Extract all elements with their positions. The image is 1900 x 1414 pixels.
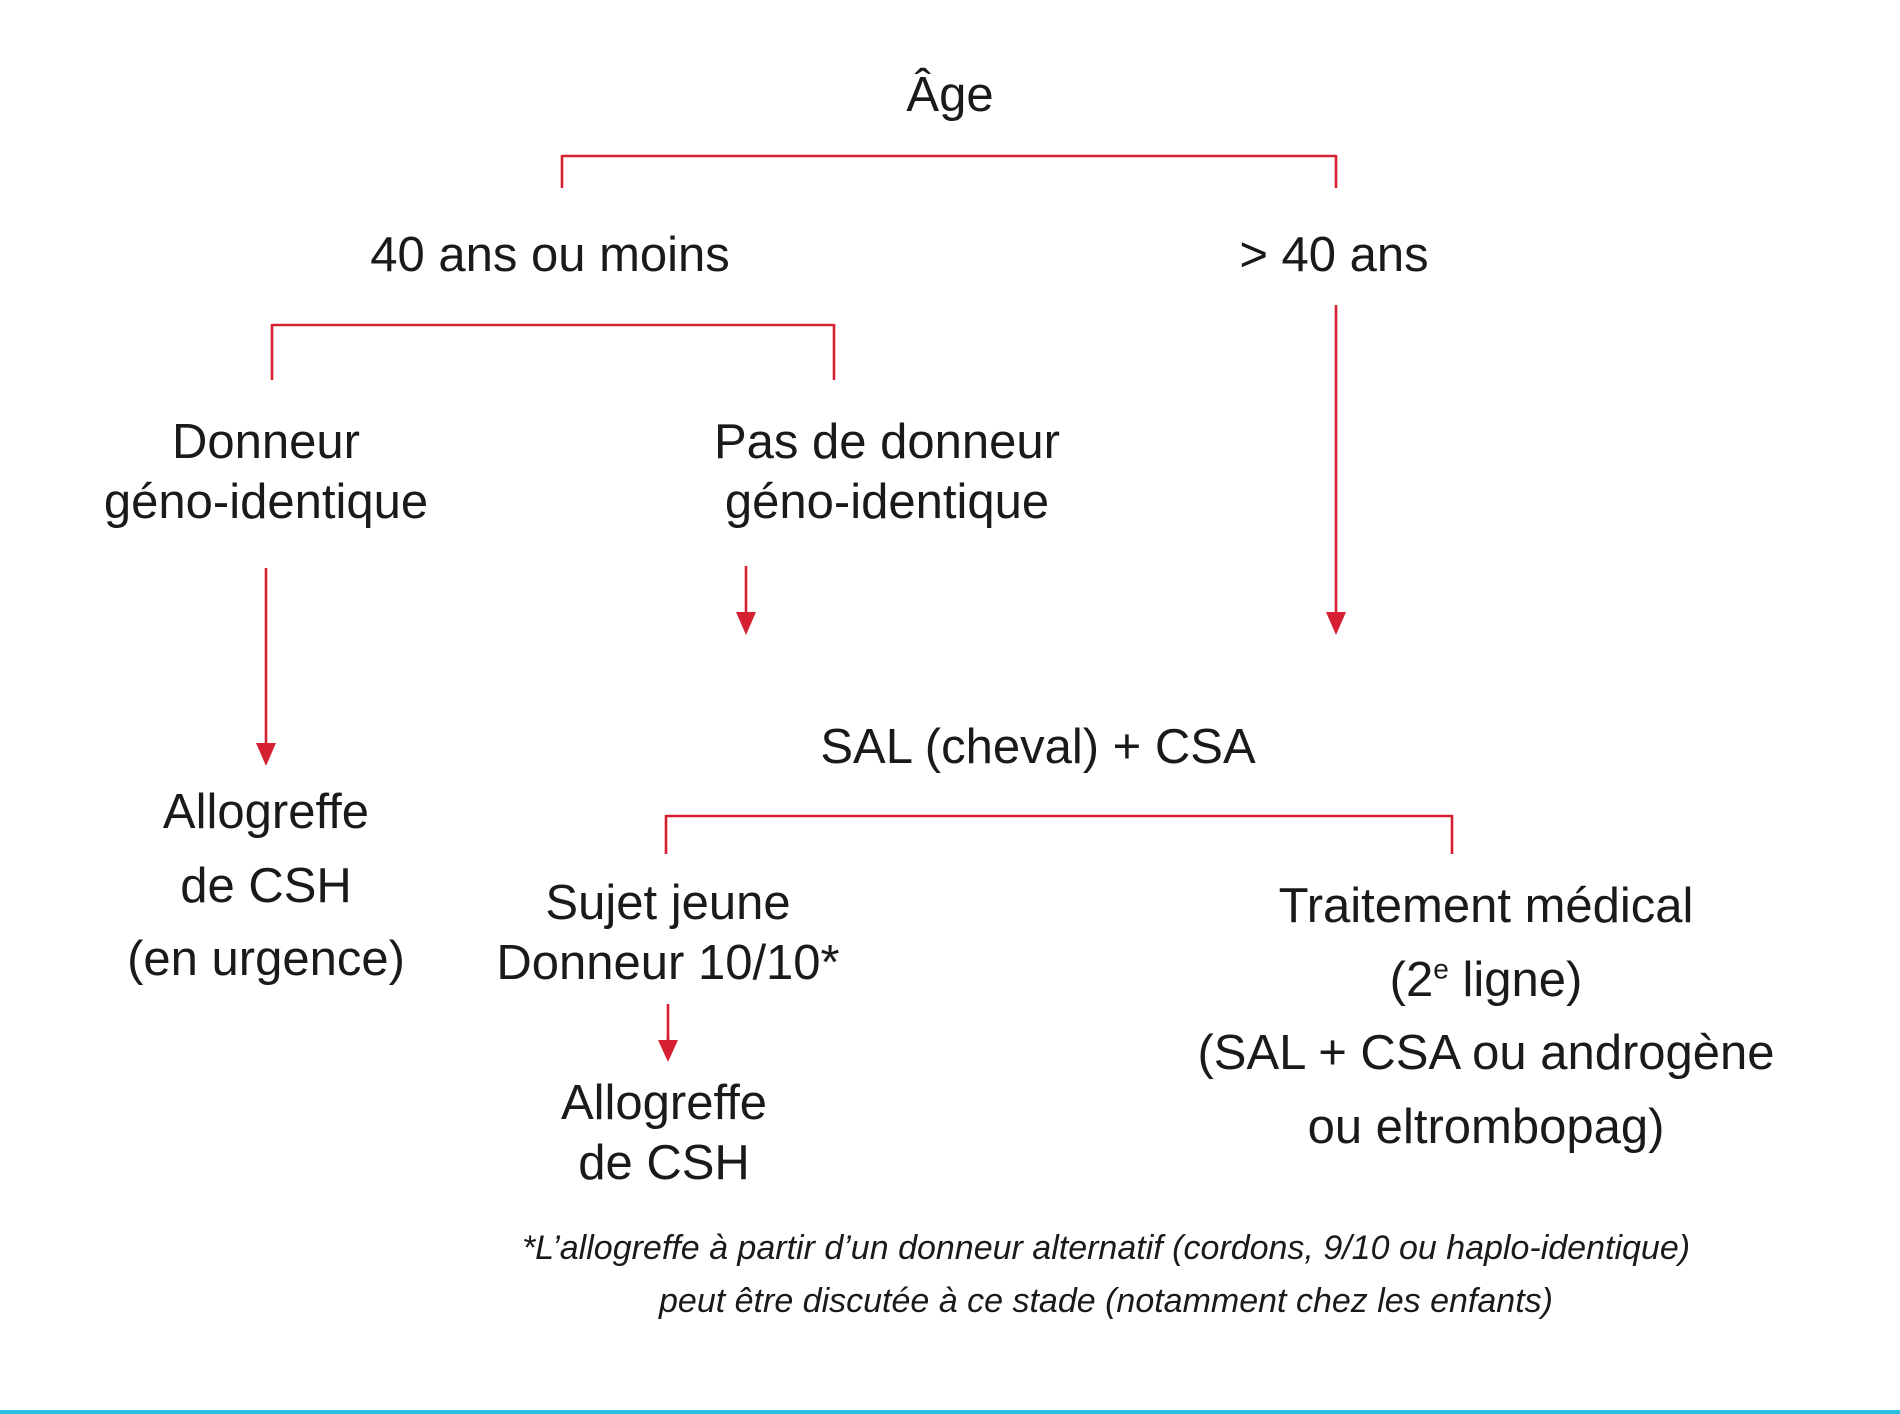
node-urgent-allograft-line2: de CSH [180,858,352,913]
node-young-subject-line1: Sujet jeune [545,876,791,930]
node-medical-treatment-line2: (2e ligne) [1197,944,1774,1018]
node-no-donor-line2: géno-identique [724,474,1050,529]
node-age-label: Âge [906,68,994,122]
node-no-donor-line1: Pas de donneur [714,415,1060,469]
node-medical-treatment-line2-post: ligne) [1448,952,1583,1007]
node-donor-line2: géno-identique [103,474,429,529]
node-urgent-allograft: Allogreffe de CSH (en urgence) [127,776,405,997]
arrowhead-nodonor-to-treatment [736,612,756,635]
arrowhead-donor-to-allograft [256,743,276,766]
node-age-over-40-label: > 40 ans [1239,228,1429,282]
node-treatment: SAL (cheval) + CSA [820,718,1255,778]
node-donor-line1: Donneur [172,415,360,469]
node-donor: Donneur géno-identique [104,413,428,533]
node-medical-treatment-line1: Traitement médical [1278,879,1694,933]
node-medical-treatment-line2-sup: e [1433,953,1449,985]
node-urgent-allograft-line3: (en urgence) [127,932,405,986]
node-no-donor: Pas de donneur géno-identique [714,413,1060,533]
node-urgent-allograft-line1: Allogreffe [162,785,370,839]
arrowhead-old-to-treatment [1326,612,1346,635]
node-treatment-label: SAL (cheval) + CSA [820,720,1256,774]
node-medical-treatment-line4: ou eltrombopag) [1307,1099,1665,1154]
footnote-line1: *L’allogreffe à partir d’un donneur alte… [521,1229,1691,1267]
node-age-over-40: > 40 ans [1239,226,1428,286]
bottom-accent-bar [0,1410,1900,1414]
node-age-40-or-less: 40 ans ou moins [370,226,730,286]
node-allograft: Allogreffe de CSH [561,1074,767,1194]
node-allograft-line2: de CSH [578,1135,750,1190]
node-young-subject: Sujet jeune Donneur 10/10* [496,874,839,994]
node-age-40-or-less-label: 40 ans ou moins [370,228,730,282]
footnote-line2: peut être discutée à ce stade (notamment… [659,1281,1553,1320]
node-allograft-line1: Allogreffe [560,1076,768,1130]
node-young-subject-line2: Donneur 10/10* [496,935,840,990]
arrowhead-young-to-allograft [658,1040,678,1062]
node-age: Âge [906,66,993,126]
node-medical-treatment-line2-pre: (2 [1389,952,1434,1007]
node-medical-treatment-line3: (SAL + CSA ou androgène [1197,1026,1775,1080]
footnote: *L’allogreffe à partir d’un donneur alte… [522,1222,1690,1327]
node-medical-treatment: Traitement médical (2e ligne) (SAL + CSA… [1197,870,1774,1164]
